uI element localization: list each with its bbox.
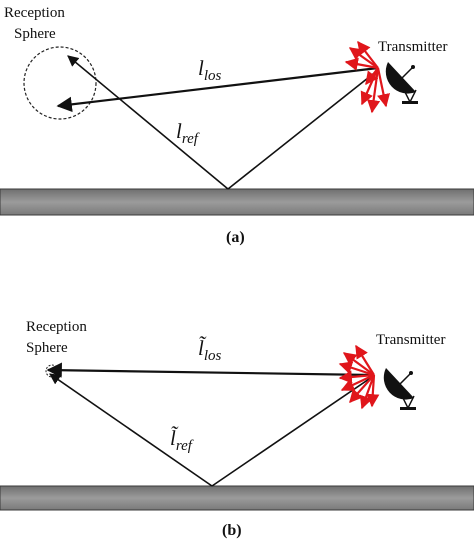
reception-label-b-line2: Sphere [26,340,68,356]
reception-label-a-line2: Sphere [14,26,56,42]
transmitter-label-b: Transmitter [376,332,445,348]
reception-label-b-line1: Reception [26,319,87,335]
caption-a: (a) [226,229,245,246]
panel-b: Reception Sphere l̃los l̃ref [0,319,474,539]
transmitter-label-a: Transmitter [378,39,447,55]
ground-b [0,485,474,511]
reflected-ray-b-up [49,373,213,487]
reception-sphere-a [23,46,97,120]
reflected-ray-a-down [227,69,379,190]
caption-b: (b) [222,522,242,539]
reflected-ray-b-down [211,376,373,487]
los-label-a: llos [198,56,222,84]
ref-label-a: lref [176,119,200,147]
ground-a [0,188,474,216]
satellite-dish-icon [385,62,418,104]
satellite-dish-icon [383,368,416,410]
emission-arrows-a [344,40,391,114]
los-ray-b [46,362,373,378]
emission-arrows-b [338,344,380,410]
los-ray-a [56,66,379,113]
panel-a: Reception Sphere llos lref [0,5,474,246]
ref-label-b: l̃ref [170,426,194,454]
reception-label-a-line1: Reception [4,5,65,21]
los-label-b: l̃los [198,336,222,364]
reflected-ray-a-up [67,55,229,190]
